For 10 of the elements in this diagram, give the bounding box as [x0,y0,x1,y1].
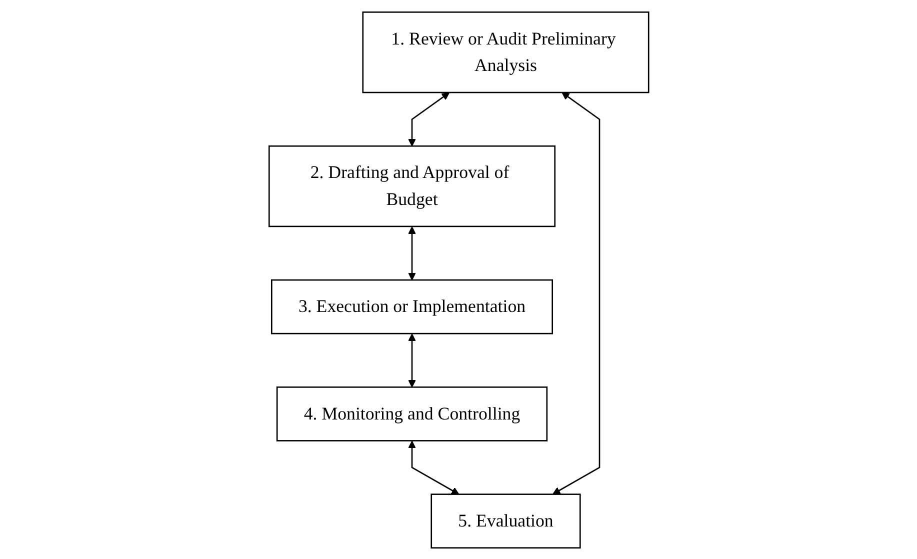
node-box: 3. Execution or Implementation [270,278,553,334]
node-box: 4. Monitoring and Controlling [276,386,548,441]
node-box: 2. Drafting and Approval of Budget [268,144,556,227]
arrow [408,92,450,146]
arrow [408,440,459,494]
node-box: 1. Review or Audit Preliminary Analysis [362,10,649,93]
node-box: 5. Evaluation [430,493,580,548]
arrow [552,92,600,494]
arrow [408,333,416,387]
arrow [408,226,416,280]
